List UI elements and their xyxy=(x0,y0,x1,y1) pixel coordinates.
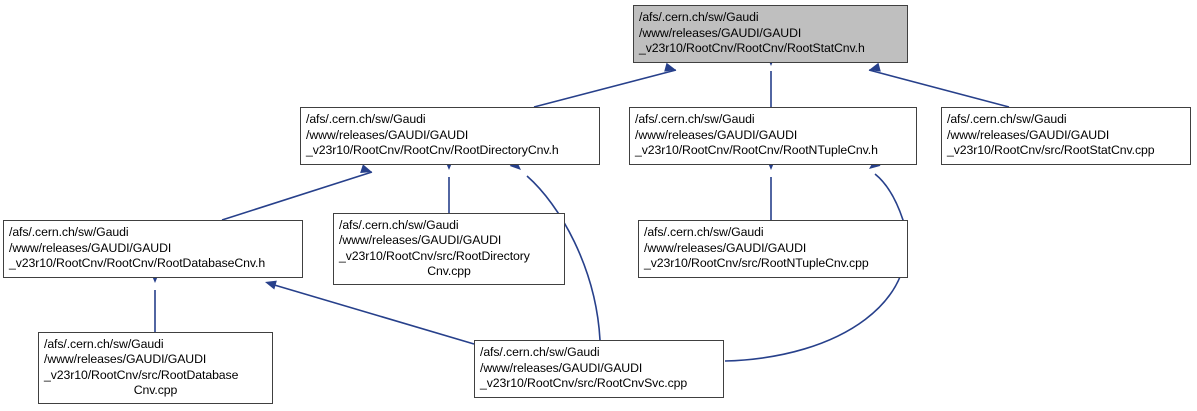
node-label-line: /afs/.cern.ch/sw/Gaudi xyxy=(44,336,164,351)
node-label-line: Cnv.cpp xyxy=(427,264,471,278)
node-label-line: /www/releases/GAUDI/GAUDI xyxy=(480,360,643,375)
node-label-line: /afs/.cern.ch/sw/Gaudi xyxy=(644,225,764,240)
node-label-line: _v23r10/RootCnv/src/RootNTupleCnv.cpp xyxy=(644,256,869,271)
node-rootstatcnv-cpp[interactable]: /afs/.cern.ch/sw/Gaudi/www/releases/GAUD… xyxy=(941,107,1191,165)
node-rootntuplecnv-cpp[interactable]: /afs/.cern.ch/sw/Gaudi/www/releases/GAUD… xyxy=(638,220,908,278)
node-label-line: _v23r10/RootCnv/RootCnv/RootDatabaseCnv.… xyxy=(9,256,266,271)
edge-rootdirectorycnv-h-to-rootstatcnv-h xyxy=(533,62,677,108)
node-label-line: _v23r10/RootCnv/src/RootDatabase xyxy=(44,367,239,382)
node-rootdatabasecnv-cpp[interactable]: /afs/.cern.ch/sw/Gaudi/www/releases/GAUD… xyxy=(38,332,273,404)
node-label-line: /afs/.cern.ch/sw/Gaudi xyxy=(635,112,755,127)
node-label-line: /www/releases/GAUDI/GAUDI xyxy=(947,127,1110,142)
node-label-line: /afs/.cern.ch/sw/Gaudi xyxy=(9,225,129,240)
node-label-line: /afs/.cern.ch/sw/Gaudi xyxy=(480,345,600,360)
edge-rootstatcnv-cpp-to-rootstatcnv-h xyxy=(868,62,1010,108)
node-rootntuplecnv-h[interactable]: /afs/.cern.ch/sw/Gaudi/www/releases/GAUD… xyxy=(629,107,917,165)
edge-rootdatabasecnv-cpp-to-rootdatabasecnv-h xyxy=(150,272,160,332)
node-label-line: Cnv.cpp xyxy=(133,383,178,397)
node-label-line: /afs/.cern.ch/sw/Gaudi xyxy=(639,10,759,25)
node-rootdatabasecnv-h[interactable]: /afs/.cern.ch/sw/Gaudi/www/releases/GAUD… xyxy=(3,220,303,278)
node-label-line: /afs/.cern.ch/sw/Gaudi xyxy=(339,217,459,232)
node-rootcnvsvc-cpp[interactable]: /afs/.cern.ch/sw/Gaudi/www/releases/GAUD… xyxy=(474,340,724,398)
node-label-line: /www/releases/GAUDI/GAUDI xyxy=(339,233,502,247)
node-label-line: _v23r10/RootCnv/src/RootDirectory xyxy=(339,248,530,263)
node-label-line: /www/releases/GAUDI/GAUDI xyxy=(9,240,172,255)
node-label-line: /www/releases/GAUDI/GAUDI xyxy=(635,127,798,142)
node-label-line: /afs/.cern.ch/sw/Gaudi xyxy=(947,112,1067,127)
node-label-line: /afs/.cern.ch/sw/Gaudi xyxy=(306,112,426,127)
node-label-line: /www/releases/GAUDI/GAUDI xyxy=(44,352,207,366)
node-label-line: _v23r10/RootCnv/RootCnv/RootNTupleCnv.h xyxy=(635,143,878,158)
node-rootstatcnv-h[interactable]: /afs/.cern.ch/sw/Gaudi/www/releases/GAUD… xyxy=(633,5,908,63)
node-label-line: /www/releases/GAUDI/GAUDI xyxy=(639,25,802,40)
node-label-line: /www/releases/GAUDI/GAUDI xyxy=(644,240,807,255)
node-label-line: /www/releases/GAUDI/GAUDI xyxy=(306,127,469,142)
node-label-line: _v23r10/RootCnv/src/RootStatCnv.cpp xyxy=(947,143,1155,158)
node-rootdirectorycnv-cpp[interactable]: /afs/.cern.ch/sw/Gaudi/www/releases/GAUD… xyxy=(333,213,565,285)
node-rootdirectorycnv-h[interactable]: /afs/.cern.ch/sw/Gaudi/www/releases/GAUD… xyxy=(300,107,600,165)
edge-rootdatabasecnv-h-to-rootdirectorycnv-h xyxy=(221,164,373,221)
edge-rootcnvsvc-cpp-to-rootdatabasecnv-h xyxy=(265,280,475,345)
node-label-line: _v23r10/RootCnv/RootCnv/RootDirectoryCnv… xyxy=(306,143,559,158)
node-label-line: _v23r10/RootCnv/src/RootCnvSvc.cpp xyxy=(480,376,688,391)
node-label-line: _v23r10/RootCnv/RootCnv/RootStatCnv.h xyxy=(639,41,865,56)
edge-rootntuplecnv-cpp-to-rootntuplecnv-h xyxy=(766,159,776,220)
edge-rootdirectorycnv-cpp-to-rootdirectorycnv-h xyxy=(444,159,454,213)
